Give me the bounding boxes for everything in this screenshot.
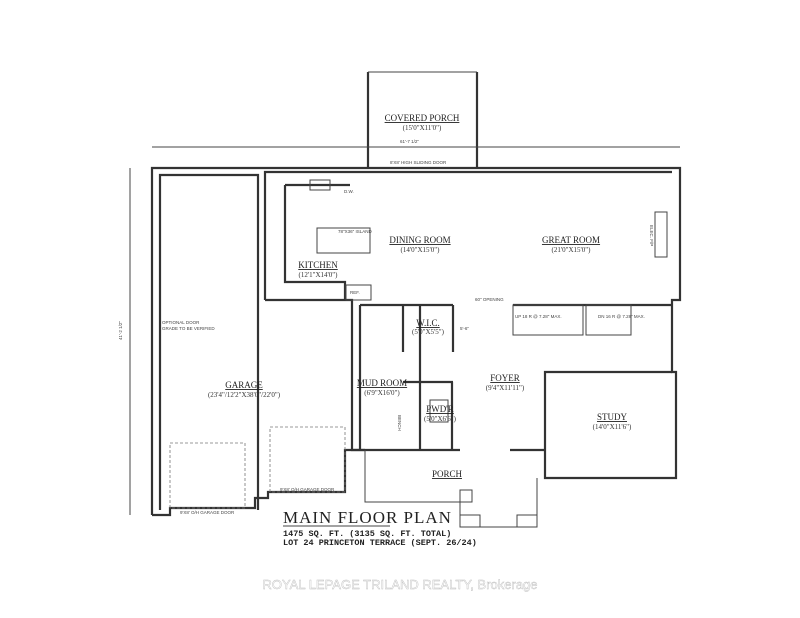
garage-parking-left [169,442,246,509]
room-label: PORCH [432,469,463,479]
refrigerator [345,284,372,301]
room-label: STUDY [597,412,628,422]
room-label: W.I.C. [416,318,439,328]
stairs [512,304,632,336]
room-label: GREAT ROOM [542,235,600,245]
room-label: COVERED PORCH [385,113,460,123]
room-size: (14'0"X15'0") [401,246,441,254]
dishwasher-note: D.W. [344,189,354,194]
garage-parking-right [269,426,346,493]
fireplace-note: ELEC. F/P [649,225,654,246]
optional-door-note: OPTIONAL DOOR [162,320,200,325]
room-size: (5'0"X5'5") [412,328,445,336]
room-label: KITCHEN [298,260,338,270]
room-label: MUD ROOM [357,378,407,388]
powder-vanity [429,399,449,423]
grade-note: GRADE TO BE VERIFIED [162,326,215,331]
room-size: (6'9"X16'0") [364,389,400,397]
plan-area: 1475 SQ. FT. (3135 SQ. FT. TOTAL) [283,529,451,539]
covered-porch-outline [366,71,479,168]
fireplace [654,211,668,258]
exterior-walls [150,166,682,517]
opening-note: 60" OPENING [475,297,504,302]
room-label: DINING ROOM [389,235,450,245]
dimension-lines [129,146,680,515]
kitchen-sink [309,179,331,191]
room-size: (9'4"X11'11") [486,384,525,392]
plan-lot: LOT 24 PRINCETON TERRACE (SEPT. 26/24) [283,538,477,548]
stairs-up-note: UP 18 R @ 7.28" MAX. [515,314,562,319]
hall-width-note: 5'-6" [460,326,469,331]
garage-door-note: 9'X8' O/H GARAGE DOOR [280,487,335,492]
refrigerator-note: REF. [350,290,360,295]
room-size: (12'1"X14'0") [299,271,339,279]
room-size: (21'0"X15'0") [552,246,592,254]
island-note: 78"X36" ISLAND [338,229,372,234]
porch-outline [364,450,538,528]
kitchen-island [316,227,371,254]
room-label: PWD'R [426,404,454,414]
fixtures [169,179,668,509]
overall-depth-dimension: 41'-2 1/2" [118,321,123,340]
room-label: GARAGE [225,380,263,390]
room-size: (23'4"/12'2"X38'0"/22'0") [208,391,281,399]
room-size: (5'0"X6'6") [424,415,457,423]
watermark: ROYAL LEPAGE TRILAND REALTY, Brokerage [262,577,537,592]
overall-width-dimension: 61'-7 1/2" [400,139,419,144]
room-size: (15'0"X11'0") [403,124,442,132]
stairs-down-note: DN 16 R @ 7.28" MAX. [598,314,645,319]
sliding-door-note: 8'X8' HIGH SLIDING DOOR [390,160,447,165]
garage-door-note: 9'X8' O/H GARAGE DOOR [180,510,235,515]
bench-note: BENCH [397,415,402,431]
room-size: (14'0"X11'6") [593,423,632,431]
interior-walls [283,183,672,452]
room-label: FOYER [490,373,520,383]
plan-title: MAIN FLOOR PLAN [283,508,452,527]
